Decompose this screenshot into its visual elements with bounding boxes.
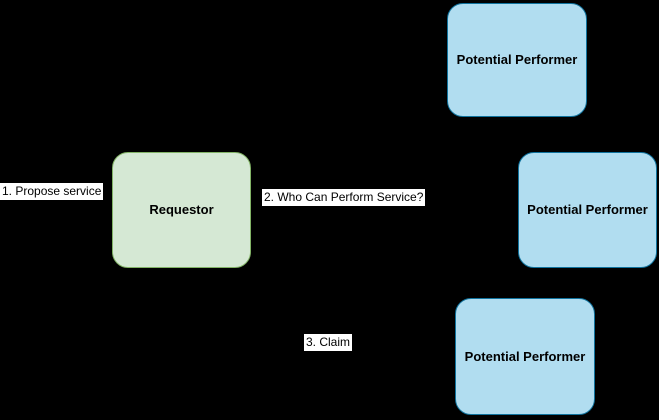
node-potential-performer-bottom-label: Potential Performer: [464, 348, 586, 364]
node-potential-performer-top-label: Potential Performer: [456, 52, 578, 68]
edge-label-propose-service: 1. Propose service: [0, 183, 104, 200]
edge-label-claim: 3. Claim: [304, 334, 353, 351]
node-potential-performer-middle: Potential Performer: [518, 152, 657, 268]
edge-label-who-can-perform-service: 2. Who Can Perform Service?: [262, 189, 426, 206]
node-potential-performer-top: Potential Performer: [447, 3, 587, 117]
node-requestor: Requestor: [112, 152, 251, 268]
node-potential-performer-bottom: Potential Performer: [455, 298, 595, 415]
node-requestor-label: Requestor: [149, 202, 214, 218]
node-potential-performer-middle-label: Potential Performer: [527, 202, 648, 218]
